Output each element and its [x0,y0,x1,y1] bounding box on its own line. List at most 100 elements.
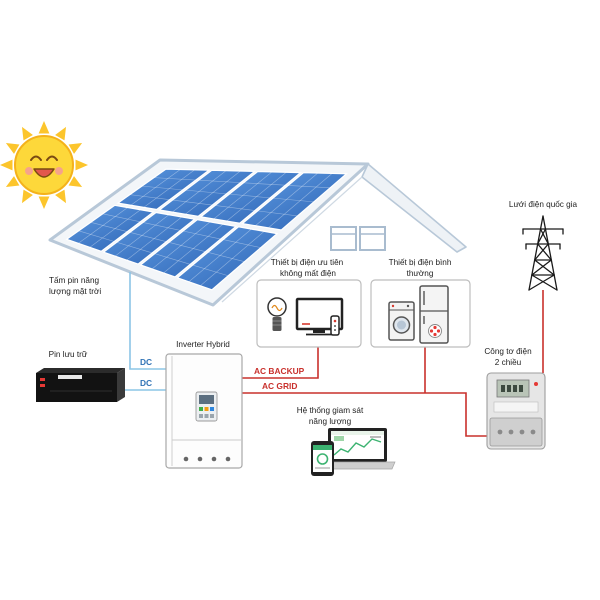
roof-gable [361,163,467,253]
solar-panel [199,170,303,224]
inverter-connector [225,456,231,462]
panel-cell-line [78,207,128,244]
panel-cell-line [200,231,265,287]
sun-ray [75,159,88,171]
panel-cell-line [185,170,241,215]
sun-ray [68,143,83,154]
panel-cell-line [114,214,170,257]
panel-cell-line [229,193,271,199]
panel-cell-line [153,177,196,181]
inverter-connector [197,456,203,462]
dc-line-panel [129,272,166,370]
solar-panel [176,226,279,291]
window-right [359,226,386,251]
sun-face [14,135,74,195]
panel-cell-line [192,264,229,277]
inverter-led-green [199,407,203,411]
panel-cell-line [143,169,195,208]
battery-icon [36,368,125,402]
dc-label-battery: DC [140,378,152,388]
panel-cell-line [207,252,245,262]
sun-eye-left [30,155,42,161]
panel-cell-line [213,171,273,220]
panel-cell-line [172,170,227,213]
sun-mouth [33,168,55,178]
monitoring-label-line-1: Hệ thống giam sát [297,406,364,415]
priority-devices-label-line-2: không mất điện [280,269,336,278]
panel-cell-line [268,173,333,229]
light-bulb-icon [267,297,287,331]
sun-ray [0,159,13,171]
battery-top [36,368,125,373]
panel-cell-line [126,216,182,261]
inverter-button-3 [210,414,214,418]
inverter-button-2 [204,414,209,418]
sun-ray [55,189,66,204]
ac-grid-line [242,392,488,437]
battery-indicator-red [40,378,45,381]
battery-nameplate [58,375,82,379]
sun-ray [38,121,50,134]
panel-cell-line [172,199,213,206]
sun-ray [5,143,20,154]
solar-panel [116,168,211,211]
inverter-screen [199,395,214,404]
ac-backup-line [242,347,319,379]
panel-cell-line [116,241,153,254]
panel-cell-line [288,185,331,189]
inverter-connector [183,456,189,462]
washing-machine-icon [388,301,415,341]
panel-cell-line [272,197,314,203]
solar-panel [65,204,155,252]
sun-ray [5,176,20,187]
solar-panel [157,169,257,217]
panel-cell-line [129,194,170,200]
grid-label: Lưới điện quốc gia [509,200,578,209]
meter-label-line-2: 2 chiều [495,358,522,367]
panel-cell-line [90,222,128,232]
panel-cell-line [142,222,181,231]
panel-cell-line [257,210,298,217]
normal-devices-label-line-2: thường [407,269,434,278]
panel-cell-line [129,232,167,242]
house-icon [48,158,467,307]
ac-grid-label: AC GRID [262,381,297,391]
inverter-label: Inverter Hybrid [176,340,230,349]
roof-front-edge [221,176,363,303]
inverter-button-1 [199,414,203,418]
refrigerator-icon [419,285,449,344]
panel-cell-line [223,239,261,248]
sun-ray [68,176,83,187]
inverter-led-orange [204,407,209,411]
sun-eye-right [46,155,58,161]
panel-cell-line [130,169,181,206]
solar-panel-label-line-2: lượng mặt trời [49,287,101,296]
panel-cell-line [89,209,141,248]
power-tower-icon [522,215,564,291]
panel-cell-line [141,185,183,191]
ac-backup-label: AC BACKUP [254,366,305,376]
panel-cell-line [255,172,319,226]
sun-rays [0,121,88,209]
solar-panel-icon [65,168,348,291]
battery-side [117,368,125,402]
sun-cheek-left [25,167,33,175]
panel-cell-line [163,223,224,274]
remote-icon [330,315,340,336]
meter-label-line-1: Công tơ điện [484,347,532,356]
smartphone-icon [311,441,334,476]
solar-panel [241,172,348,231]
inverter-led-blue [210,407,214,411]
solar-panel-label-line-1: Tấm pin năng [49,276,100,285]
inverter-icon [165,353,243,469]
sun-ray [22,126,33,141]
normal-devices-label-line-1: Thiết bị điện bình [389,258,452,267]
solar-panel [139,219,238,278]
electric-meter-icon [486,372,546,450]
panel-cell-line [198,179,241,183]
inverter-connector [211,456,217,462]
panel-cell-line [226,171,287,222]
sun-ray [55,126,66,141]
sun-cheek-right [55,167,63,175]
